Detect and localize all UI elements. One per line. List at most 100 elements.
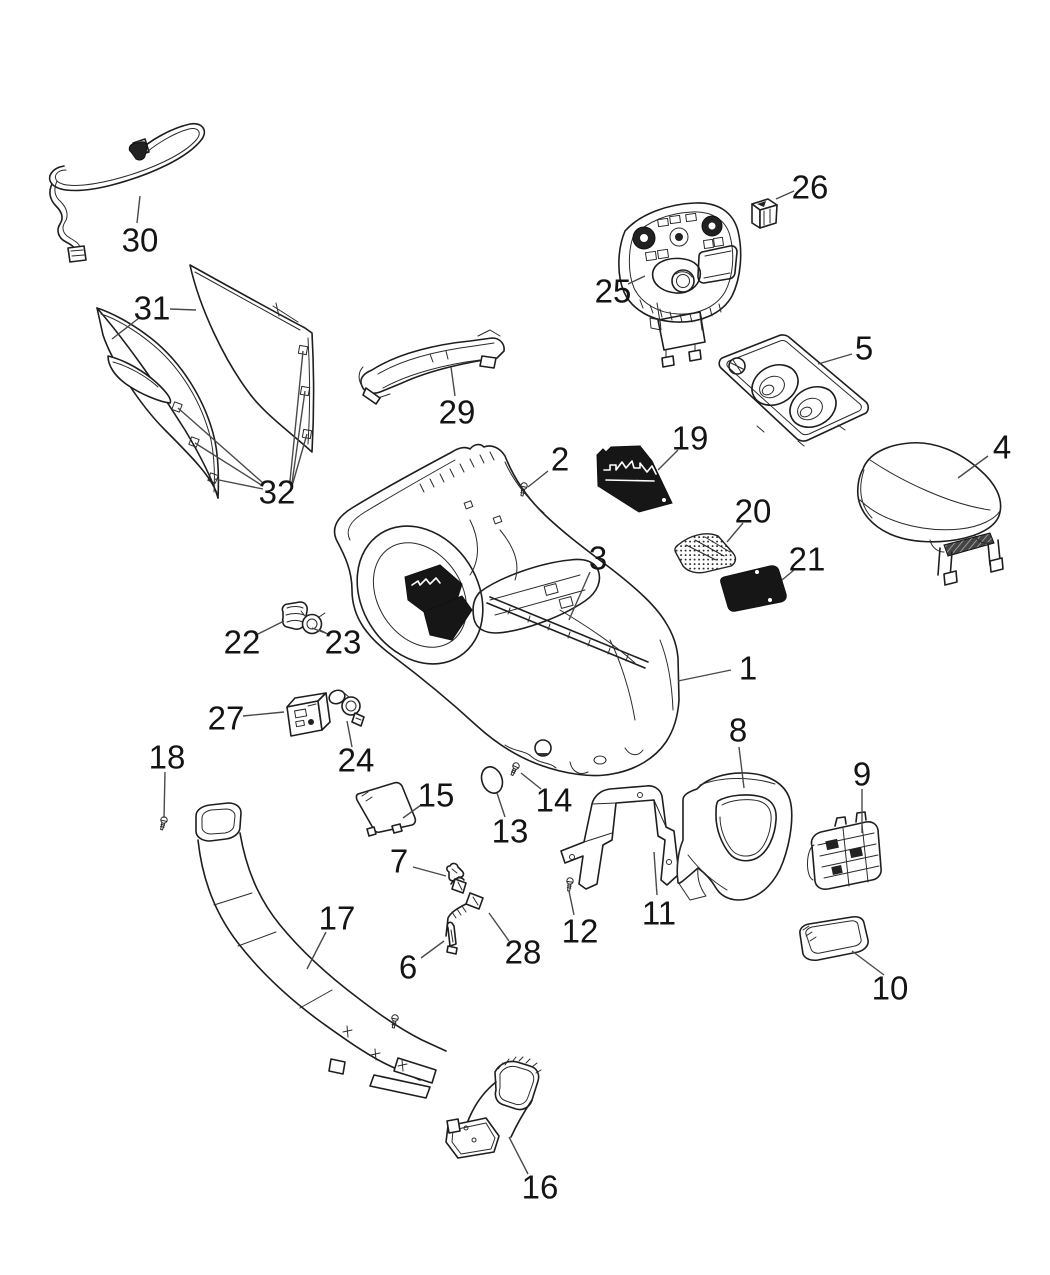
callout-18-label: 18 bbox=[149, 739, 186, 776]
callout-20-leader bbox=[726, 522, 744, 543]
part-9-rear-vent bbox=[807, 811, 882, 890]
part-10-storage-bin bbox=[799, 915, 869, 962]
callout-26-leader bbox=[775, 190, 795, 200]
callout-32-leader bbox=[177, 407, 264, 484]
callout-12-label: 12 bbox=[562, 913, 599, 950]
callout-18-leader bbox=[163, 771, 166, 819]
callout-20-label: 20 bbox=[735, 493, 772, 530]
callout-6-label: 6 bbox=[399, 949, 417, 986]
part-20-mat bbox=[674, 533, 737, 574]
callout-5-leader bbox=[817, 353, 853, 365]
callout-2-label: 2 bbox=[551, 441, 569, 478]
callout-8-leader bbox=[738, 746, 745, 789]
part-8-rear-trim-panel bbox=[676, 772, 793, 901]
part-5-cupholder-bezel bbox=[718, 334, 870, 447]
callout-28-leader bbox=[488, 912, 510, 942]
callout-4-label: 4 bbox=[993, 429, 1011, 466]
callout-10-label: 10 bbox=[872, 970, 909, 1007]
part-1-console-body bbox=[333, 443, 680, 777]
callout-32-leader bbox=[289, 350, 304, 482]
callout-19-label: 19 bbox=[672, 420, 709, 457]
part-21-mat bbox=[720, 565, 787, 612]
callout-16-leader bbox=[508, 1136, 529, 1175]
callout-6-leader bbox=[420, 940, 445, 959]
callout-11-leader bbox=[653, 851, 658, 896]
callout-10-leader bbox=[851, 950, 885, 976]
callout-7-leader bbox=[412, 866, 447, 877]
part-28-linkage bbox=[445, 876, 484, 937]
callout-13-leader bbox=[496, 792, 506, 818]
part-23-lighter-ring bbox=[300, 610, 327, 635]
part-3-console-tray bbox=[472, 558, 601, 634]
callout-23-label: 23 bbox=[325, 624, 362, 661]
callout-24-label: 24 bbox=[338, 742, 375, 779]
callout-14-label: 14 bbox=[536, 782, 573, 819]
callout-28-label: 28 bbox=[505, 934, 542, 971]
callout-32-leader bbox=[291, 433, 308, 487]
part-16-rear-duct bbox=[445, 1056, 542, 1159]
callout-2-leader bbox=[527, 470, 549, 488]
part-26-switch bbox=[751, 198, 778, 229]
callout-16-label: 16 bbox=[522, 1169, 559, 1206]
callout-12-leader bbox=[568, 890, 575, 916]
callout-22-leader bbox=[257, 620, 285, 635]
callout-17-label: 17 bbox=[319, 900, 356, 937]
callout-15-leader bbox=[402, 804, 422, 819]
callout-26-label: 26 bbox=[792, 169, 829, 206]
callout-13-label: 13 bbox=[492, 813, 529, 850]
callout-31-label: 31 bbox=[134, 290, 171, 327]
part-7-clip bbox=[446, 862, 465, 882]
callout-25-label: 25 bbox=[595, 273, 632, 310]
part-6-latch bbox=[446, 921, 458, 955]
callout-1-leader bbox=[677, 669, 732, 682]
callout-32-leader bbox=[194, 442, 264, 487]
callout-29-leader bbox=[450, 366, 456, 397]
part-11-bracket bbox=[560, 785, 680, 890]
callout-21-leader bbox=[781, 569, 795, 581]
callout-8-label: 8 bbox=[729, 712, 747, 749]
callout-32-leader bbox=[213, 478, 264, 490]
callout-11-label: 11 bbox=[642, 895, 676, 932]
part-25-shifter-bezel-assembly bbox=[618, 202, 742, 368]
callout-7-label: 7 bbox=[390, 843, 408, 880]
part-18-screw bbox=[157, 815, 169, 831]
callout-4-leader bbox=[957, 455, 989, 479]
callout-32-leader bbox=[291, 390, 306, 484]
part-19-mat bbox=[596, 445, 673, 513]
callout-15-label: 15 bbox=[418, 777, 455, 814]
callout-31-leader bbox=[169, 308, 197, 311]
part-27-media-hub bbox=[286, 692, 331, 737]
callout-22-label: 22 bbox=[224, 624, 261, 661]
part-15-cover-plate bbox=[355, 781, 417, 837]
part-14-screw bbox=[508, 761, 521, 777]
part-24-power-outlet bbox=[328, 689, 365, 727]
callout-9-label: 9 bbox=[853, 756, 871, 793]
callout-30-leader bbox=[136, 195, 141, 224]
callout-14-leader bbox=[520, 772, 542, 790]
callout-3-leader bbox=[568, 571, 591, 621]
callout-21-label: 21 bbox=[789, 541, 826, 578]
part-17-floor-duct bbox=[195, 802, 447, 1099]
callout-30-label: 30 bbox=[122, 222, 159, 259]
part-31-console-side-panels bbox=[96, 264, 315, 499]
callout-17-leader bbox=[306, 931, 327, 970]
part-4-armrest-lid bbox=[856, 442, 1004, 586]
callout-19-leader bbox=[657, 449, 679, 471]
part-12-screw bbox=[564, 876, 575, 892]
callout-27-label: 27 bbox=[208, 700, 245, 737]
callout-32-label: 32 bbox=[259, 474, 296, 511]
callout-23-leader bbox=[311, 627, 329, 635]
callout-27-leader bbox=[242, 711, 285, 717]
callout-5-label: 5 bbox=[855, 330, 873, 367]
callout-24-leader bbox=[346, 720, 353, 748]
callout-29-label: 29 bbox=[439, 394, 476, 431]
part-30-wiring-harness bbox=[48, 122, 206, 263]
part-13-plug-cover bbox=[480, 766, 504, 794]
part-29-support-bezel bbox=[358, 329, 505, 405]
callout-1-label: 1 bbox=[739, 650, 757, 687]
callout-31-leader bbox=[111, 317, 140, 340]
callout-3-label: 3 bbox=[589, 540, 607, 577]
